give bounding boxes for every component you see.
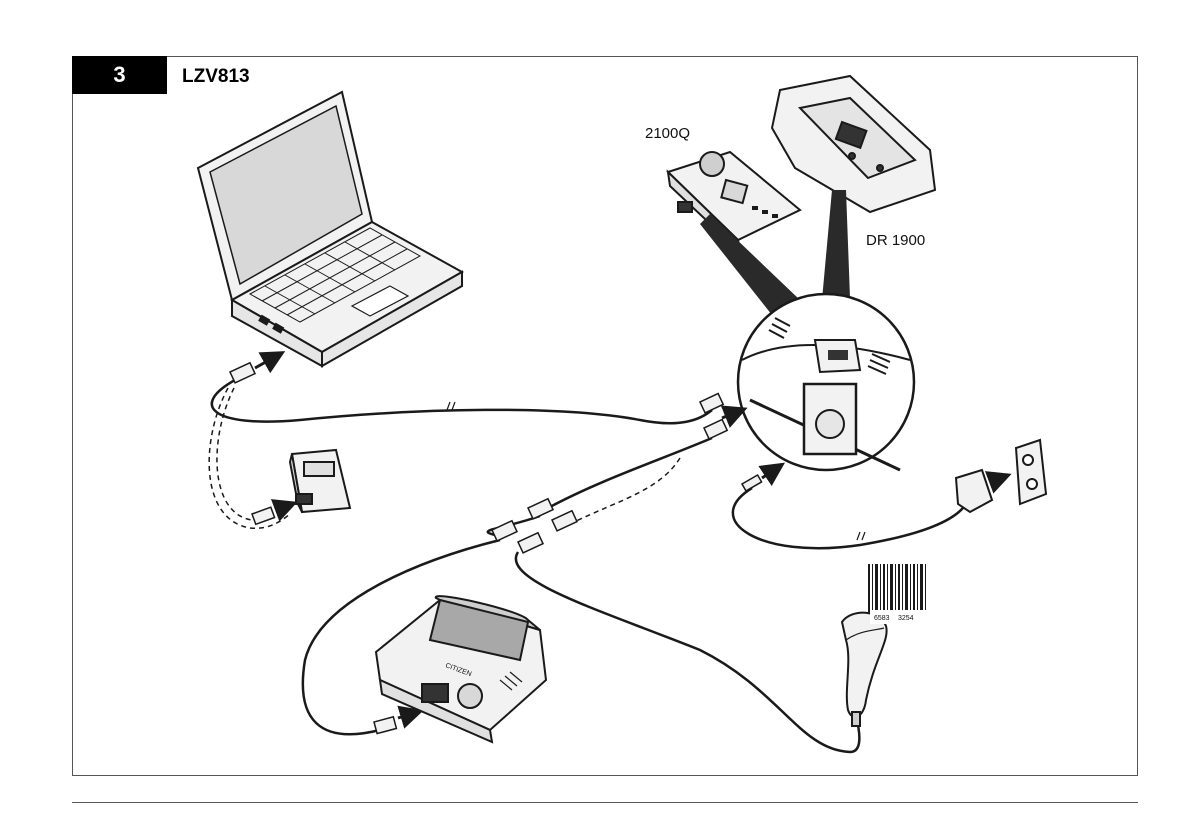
usb-connector-memory (252, 507, 275, 524)
label-2100q: 2100Q (645, 125, 690, 142)
port-detail-zoom (738, 294, 914, 470)
usb-cable-main (212, 363, 723, 424)
barcode-digits-left: 6583 (874, 615, 890, 622)
insert-arrow-outlet (990, 476, 1006, 482)
barcode-sample (868, 564, 926, 614)
barcode-scanner (842, 613, 887, 726)
meter-dr1900 (772, 76, 935, 212)
label-dr1900: DR 1900 (866, 232, 925, 249)
power-cable (733, 488, 968, 548)
insert-arrow-power (762, 466, 780, 478)
laptop-computer (198, 92, 462, 366)
usb-optional-path (209, 388, 290, 528)
power-adapter (956, 470, 992, 512)
barcode-digits-right: 3254 (898, 615, 914, 622)
usb-hub-cables (303, 438, 860, 752)
insert-arrow-laptop (255, 354, 280, 368)
insert-arrow-printer (398, 712, 418, 718)
zoom-beam-dr1900 (822, 190, 850, 300)
wall-outlet (1016, 440, 1046, 504)
insert-arrow-memory (276, 504, 292, 510)
usb-memory-device (290, 450, 350, 512)
insert-arrow-main (722, 410, 742, 418)
